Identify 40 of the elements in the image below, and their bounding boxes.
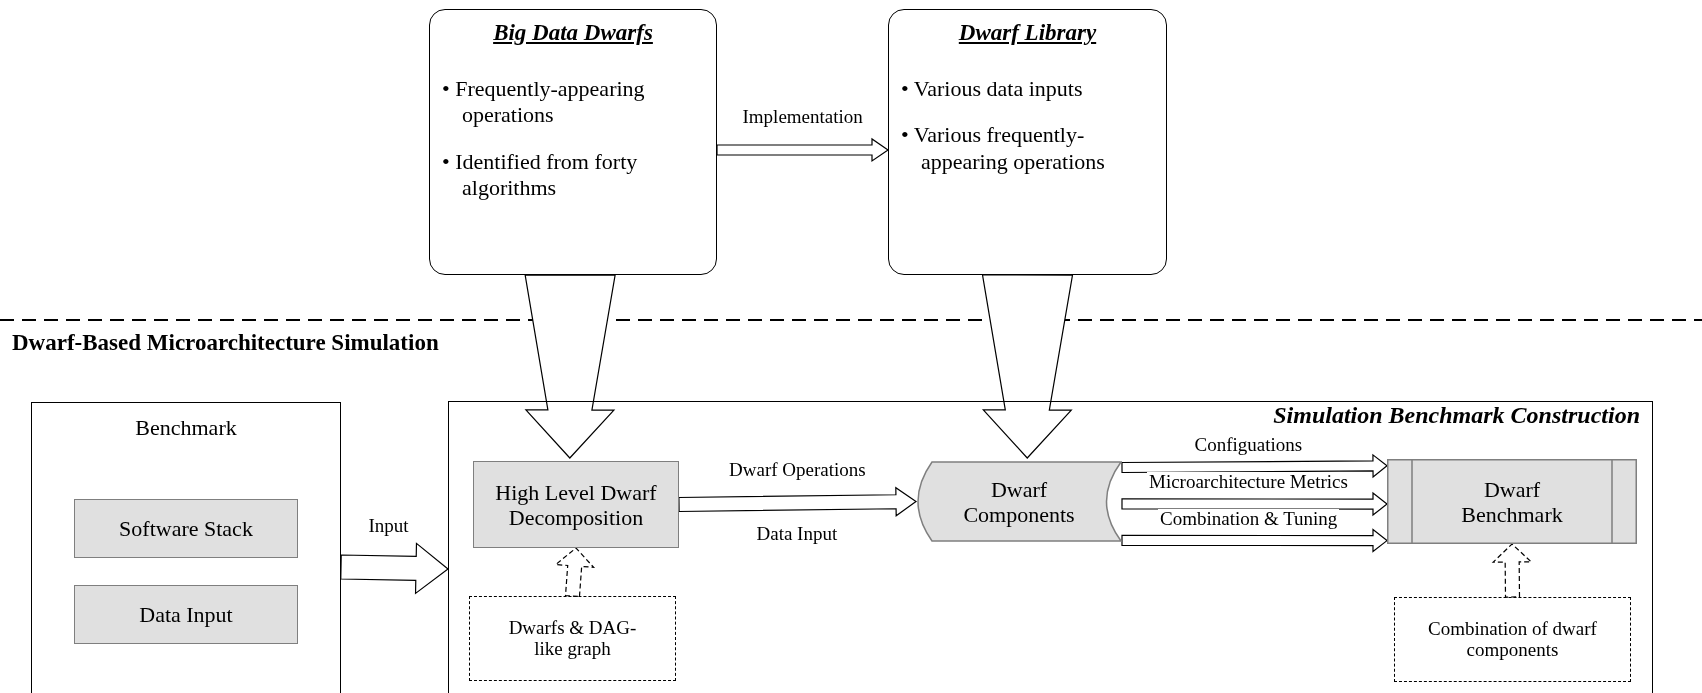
edge-label: Configuations: [1192, 435, 1305, 456]
card-heading: Dwarf Library: [957, 20, 1098, 47]
edge-label: Implementation: [740, 107, 865, 129]
rounded-card: [888, 9, 1167, 275]
block-arrow: [716, 137, 890, 163]
bullet-text: • Frequently-appearing operations: [442, 76, 646, 129]
node-text: Dwarfs & DAG-like graph: [507, 616, 638, 661]
stored-data-shape: [916, 461, 1122, 542]
block-arrow: [1121, 453, 1388, 479]
block-arrow: [1121, 528, 1388, 553]
block-arrow: [678, 486, 918, 517]
predefined-process-box: [1387, 459, 1637, 544]
process-box: [74, 499, 298, 558]
bullet-text: • Various frequently-appearing operations: [901, 122, 1106, 176]
node-text: Software Stack: [118, 515, 254, 542]
bullet-text: • Various data inputs: [901, 76, 1084, 103]
process-box: [473, 461, 679, 548]
dashed-block-arrow: [554, 547, 596, 598]
group-panel: [448, 401, 1653, 693]
panel-heading: Simulation Benchmark Construction: [1273, 402, 1640, 430]
panel-title: Benchmark: [134, 415, 238, 441]
group-panel: [31, 402, 341, 693]
node-text: High Level Dwarf Decomposition: [494, 479, 658, 530]
block-arrow: [524, 274, 616, 459]
bullet-text: • Identified from forty algorithms: [442, 148, 639, 202]
process-box: [74, 585, 298, 644]
node-text: Dwarf Components: [962, 476, 1076, 527]
rounded-card: [429, 9, 717, 275]
block-arrow: [1121, 491, 1388, 517]
dashed-block-arrow: [1491, 543, 1533, 598]
card-heading: Big Data Dwarfs: [492, 20, 654, 47]
node-text: Dwarf Benchmark: [1460, 476, 1564, 527]
block-arrow: [981, 274, 1074, 459]
dashed-box: [1394, 597, 1631, 682]
edge-label: Combination & Tuning: [1158, 509, 1340, 530]
dashed-box: [469, 596, 676, 681]
edge-label: Dwarf Operations: [727, 459, 868, 481]
block-arrow: [340, 542, 449, 595]
node-text: Combination of dwarf components: [1427, 617, 1598, 662]
node-text: Data Input: [138, 601, 234, 628]
